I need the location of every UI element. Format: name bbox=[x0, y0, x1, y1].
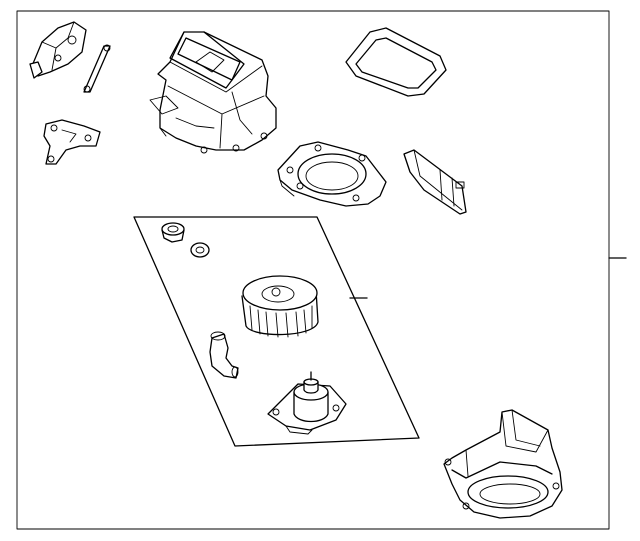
blower-case-upper bbox=[149, 31, 277, 154]
blower-case-lower bbox=[443, 409, 563, 519]
mounting-bracket bbox=[43, 119, 101, 165]
seal-gasket bbox=[345, 27, 447, 97]
cooling-hose bbox=[209, 331, 239, 379]
actuator bbox=[29, 21, 87, 79]
filter-door bbox=[403, 149, 467, 215]
o-ring bbox=[190, 242, 210, 258]
blower-motor bbox=[267, 371, 347, 435]
kit-outline bbox=[133, 216, 420, 447]
resistor-seal bbox=[161, 222, 185, 243]
diagram-border bbox=[16, 10, 610, 530]
link-rod bbox=[83, 44, 111, 93]
motor-adapter-plate bbox=[277, 141, 387, 207]
blower-wheel bbox=[241, 275, 319, 338]
